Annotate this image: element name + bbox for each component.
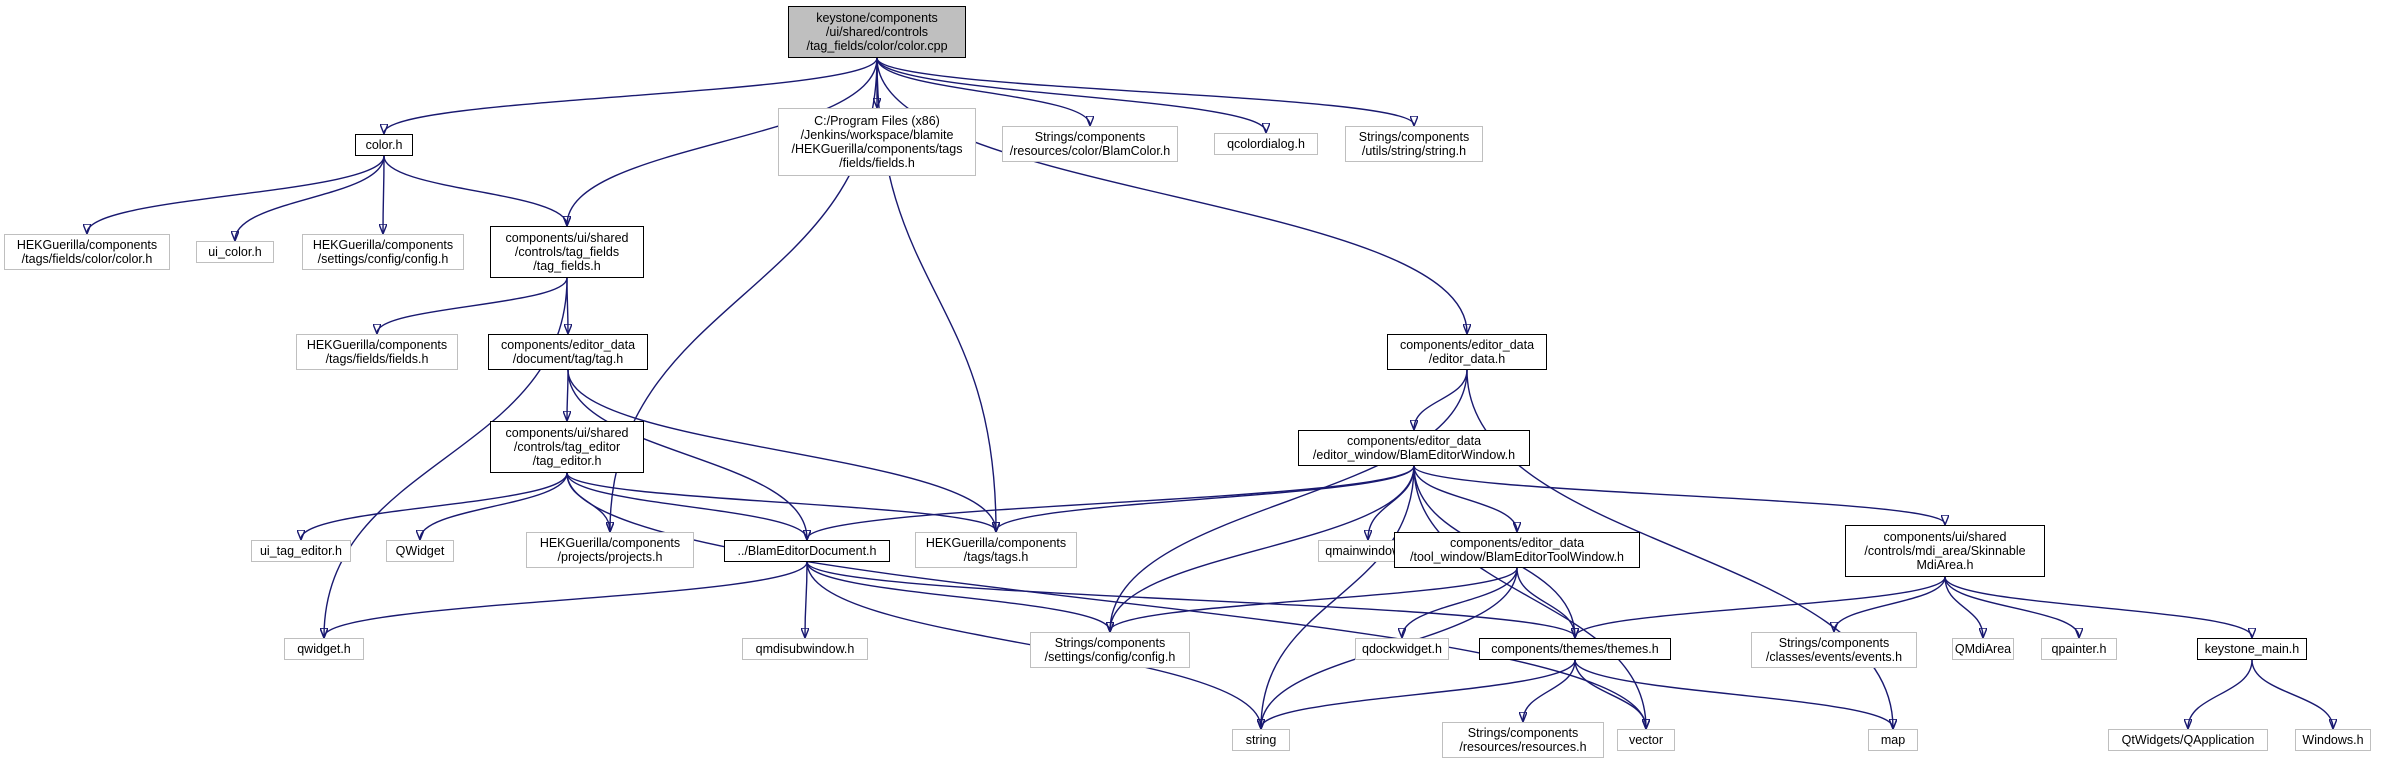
edge-tag_editor-to-blam_editor_doc xyxy=(566,472,807,539)
edge-tool_window-to-qdockwidget xyxy=(1402,567,1518,637)
edge-tag_h-to-hek_tags xyxy=(567,369,996,531)
edge-keystone_main-to-windows_h xyxy=(2251,659,2333,728)
edge-tag_editor-to-hek_tags xyxy=(566,472,996,531)
edge-color_h-to-tag_fields xyxy=(383,155,567,225)
node-hek-projects-h: HEKGuerilla/components /projects/project… xyxy=(526,532,694,568)
node-vector: vector xyxy=(1617,729,1675,751)
edge-mdi_area-to-themes xyxy=(1575,576,1946,637)
node-blam-editor-window-h[interactable]: components/editor_data /editor_window/Bl… xyxy=(1298,430,1530,466)
edge-blam_editor_doc-to-strings_config xyxy=(806,561,1110,631)
node-qpainter-h: qpainter.h xyxy=(2041,638,2117,660)
node-blam-editor-document-h[interactable]: ../BlamEditorDocument.h xyxy=(724,540,890,562)
edge-blam_editor_window-to-hek_tags xyxy=(996,465,1415,531)
node-qmdiarea: QMdiArea xyxy=(1952,638,2014,660)
node-jenkins-fields-h: C:/Program Files (x86) /Jenkins/workspac… xyxy=(778,108,976,176)
edge-root-to-string_h xyxy=(876,57,1414,125)
edge-tag_fields-to-hek_fields xyxy=(377,277,568,333)
edge-blam_editor_doc-to-themes xyxy=(806,561,1575,637)
node-ui-tag-editor-h: ui_tag_editor.h xyxy=(251,540,351,562)
node-events-h: Strings/components /classes/events/event… xyxy=(1751,632,1917,668)
edge-tool_window-to-themes xyxy=(1516,567,1575,637)
node-color-h[interactable]: color.h xyxy=(355,134,413,156)
node-tag-h[interactable]: components/editor_data /document/tag/tag… xyxy=(488,334,648,370)
edge-blam_editor_window-to-tool_window xyxy=(1413,465,1517,531)
node-qdockwidget-h: qdockwidget.h xyxy=(1355,638,1449,660)
node-keystone-main-h[interactable]: keystone_main.h xyxy=(2197,638,2307,660)
edge-editor_data-to-strings_config xyxy=(1110,369,1468,631)
edge-editor_data-to-blam_editor_window xyxy=(1414,369,1468,429)
edge-tag_editor-to-qwidget_cls xyxy=(420,472,568,539)
edge-root-to-blamcolor xyxy=(876,57,1090,125)
edge-mdi_area-to-events xyxy=(1834,576,1946,631)
edge-blam_editor_window-to-string_std xyxy=(1261,465,1415,728)
node-tag-fields-h[interactable]: components/ui/shared /controls/tag_field… xyxy=(490,226,644,278)
edge-root-to-tag_fields xyxy=(567,57,878,225)
node-themes-h[interactable]: components/themes/themes.h xyxy=(1479,638,1671,660)
node-color-cpp[interactable]: keystone/components /ui/shared/controls … xyxy=(788,6,966,58)
edge-color_h-to-hek_color xyxy=(87,155,385,233)
node-qwidget-h: qwidget.h xyxy=(284,638,364,660)
edge-blam_editor_window-to-mdi_area xyxy=(1413,465,1945,524)
edge-blam_editor_window-to-vector xyxy=(1413,465,1646,728)
node-hek-color-h: HEKGuerilla/components /tags/fields/colo… xyxy=(4,234,170,270)
edge-tag_h-to-blam_editor_doc xyxy=(567,369,807,539)
node-strings-string-h: Strings/components /utils/string/string.… xyxy=(1345,126,1483,162)
edge-mdi_area-to-keystone_main xyxy=(1944,576,2252,637)
edge-blam_editor_doc-to-qmdisubwindow xyxy=(805,561,807,637)
node-resources-h: Strings/components /resources/resources.… xyxy=(1442,722,1604,758)
edge-themes-to-resources xyxy=(1523,659,1576,721)
node-windows-h: Windows.h xyxy=(2295,729,2371,751)
node-tag-editor-h[interactable]: components/ui/shared /controls/tag_edito… xyxy=(490,421,644,473)
edge-blam_editor_window-to-blam_editor_doc xyxy=(807,465,1415,539)
node-strings-config-h: Strings/components /settings/config/conf… xyxy=(1030,632,1190,668)
node-hek-config-h: HEKGuerilla/components /settings/config/… xyxy=(302,234,464,270)
node-qmainwindow-h: qmainwindow.h xyxy=(1318,540,1418,562)
node-qapplication: QtWidgets/QApplication xyxy=(2108,729,2268,751)
edge-blam_editor_window-to-strings_config xyxy=(1110,465,1415,631)
edge-blam_editor_doc-to-qwidget_h xyxy=(324,561,808,637)
edge-themes-to-map xyxy=(1574,659,1893,728)
edge-tag_editor-to-vector xyxy=(566,472,1646,728)
node-editor-data-h[interactable]: components/editor_data /editor_data.h xyxy=(1387,334,1547,370)
edge-color_h-to-hek_config xyxy=(383,155,384,233)
edge-tool_window-to-strings_config xyxy=(1110,567,1518,631)
node-blam-editor-tool-window-h[interactable]: components/editor_data /tool_window/Blam… xyxy=(1394,532,1640,568)
node-blamcolor-h: Strings/components /resources/color/Blam… xyxy=(1002,126,1178,162)
node-hek-tags-h: HEKGuerilla/components /tags/tags.h xyxy=(915,532,1077,568)
edge-themes-to-string_std xyxy=(1261,659,1576,728)
edge-root-to-color_h xyxy=(384,57,878,133)
node-qwidget-class: QWidget xyxy=(386,540,454,562)
node-skinnable-mdi-area-h[interactable]: components/ui/shared /controls/mdi_area/… xyxy=(1845,525,2045,577)
edge-root-to-editor_data xyxy=(876,57,1467,333)
node-string: string xyxy=(1232,729,1290,751)
edge-keystone_main-to-qapplication xyxy=(2188,659,2253,728)
edge-root-to-qcolordialog xyxy=(876,57,1266,132)
edge-tag_h-to-tag_editor xyxy=(567,369,568,420)
edge-tag_editor-to-ui_tag_editor xyxy=(301,472,568,539)
node-qmdisubwindow-h: qmdisubwindow.h xyxy=(742,638,868,660)
node-ui-color-h: ui_color.h xyxy=(196,241,274,263)
node-qcolordialog-h: qcolordialog.h xyxy=(1214,133,1318,155)
edge-mdi_area-to-qmdiarea xyxy=(1944,576,1983,637)
node-map: map xyxy=(1868,729,1918,751)
node-hek-fields-h: HEKGuerilla/components /tags/fields/fiel… xyxy=(296,334,458,370)
edge-mdi_area-to-qpainter xyxy=(1944,576,2079,637)
edge-color_h-to-ui_color xyxy=(235,155,385,240)
edge-themes-to-vector xyxy=(1574,659,1646,728)
